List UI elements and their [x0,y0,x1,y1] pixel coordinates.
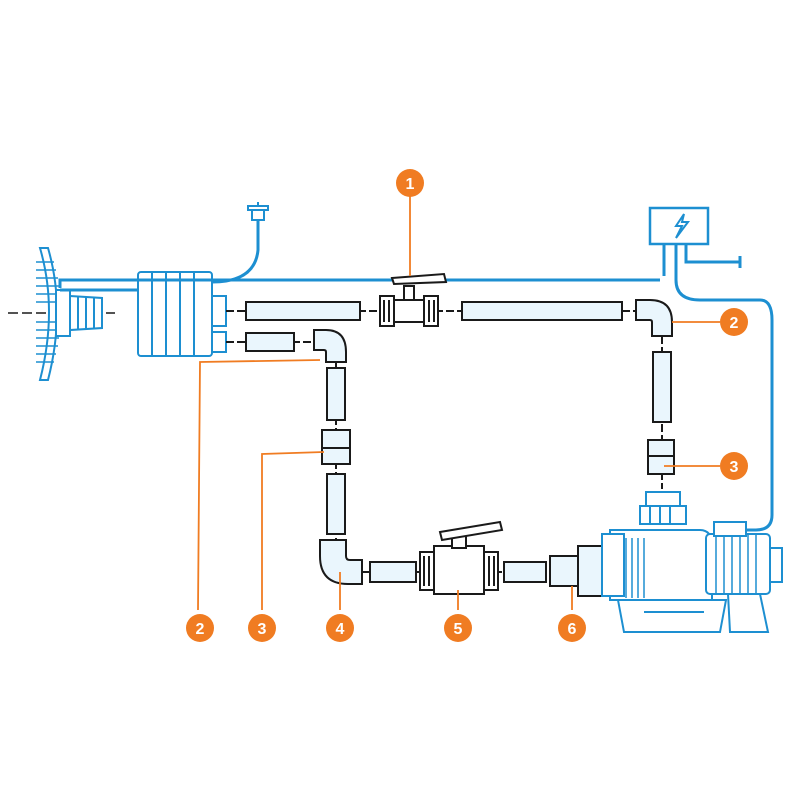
pipe-top-right [461,301,623,321]
callout-marker-reducer-left: 3 [248,614,276,642]
pipe-bottom-left [369,561,417,583]
callout-number: 6 [568,621,577,638]
lightning-bolt-icon [674,213,690,239]
reducer-pump [549,555,581,587]
heater-unit [137,271,227,357]
elbow-bottom-left [319,539,363,585]
callout-marker-reducer-pump: 6 [558,614,586,642]
callout-marker-reducer-right: 3 [720,452,748,480]
callout-number: 3 [730,459,739,476]
pipe-network [226,299,675,597]
callout-marker-valve-bottom: 5 [444,614,472,642]
callout-circle [720,452,748,480]
callout-circle [720,308,748,336]
callout-number: 4 [336,621,345,638]
callout-circle [326,614,354,642]
pipe-left-vertical-bottom [326,473,346,535]
callout-marker-valve-top: 1 [396,169,424,197]
callout-marker-elbow-left: 2 [186,614,214,642]
callout-marker-elbow-right: 2 [720,308,748,336]
pipe-left-short [245,332,295,352]
elbow-top-right [635,299,673,337]
pipe-top-left [245,301,361,321]
temperature-sensor [247,202,269,221]
callout-number: 5 [454,621,463,638]
callout-circle [558,614,586,642]
callout-circle [396,169,424,197]
electrical-cables [58,220,774,532]
callout-number: 2 [196,621,205,638]
ball-valve-bottom [419,520,504,595]
callout-number: 2 [730,315,739,332]
ball-valve-top [379,272,448,327]
elbow-upper-left [313,329,347,363]
junction-box [648,206,710,246]
pipe-left-vertical-top [326,367,346,421]
callout-circle [444,614,472,642]
callout-number: 1 [406,176,415,193]
callout-marker-elbow-bottom: 4 [326,614,354,642]
pump [601,491,783,633]
callout-markers: 1 2 3 2 3 4 5 6 [186,169,748,642]
callout-circle [186,614,214,642]
pipe-right-vertical [652,351,672,423]
callout-circle [248,614,276,642]
callout-leaders [197,196,720,611]
callout-number: 3 [258,621,267,638]
pipe-bottom-right [503,561,547,583]
return-jet-fitting [36,247,103,381]
